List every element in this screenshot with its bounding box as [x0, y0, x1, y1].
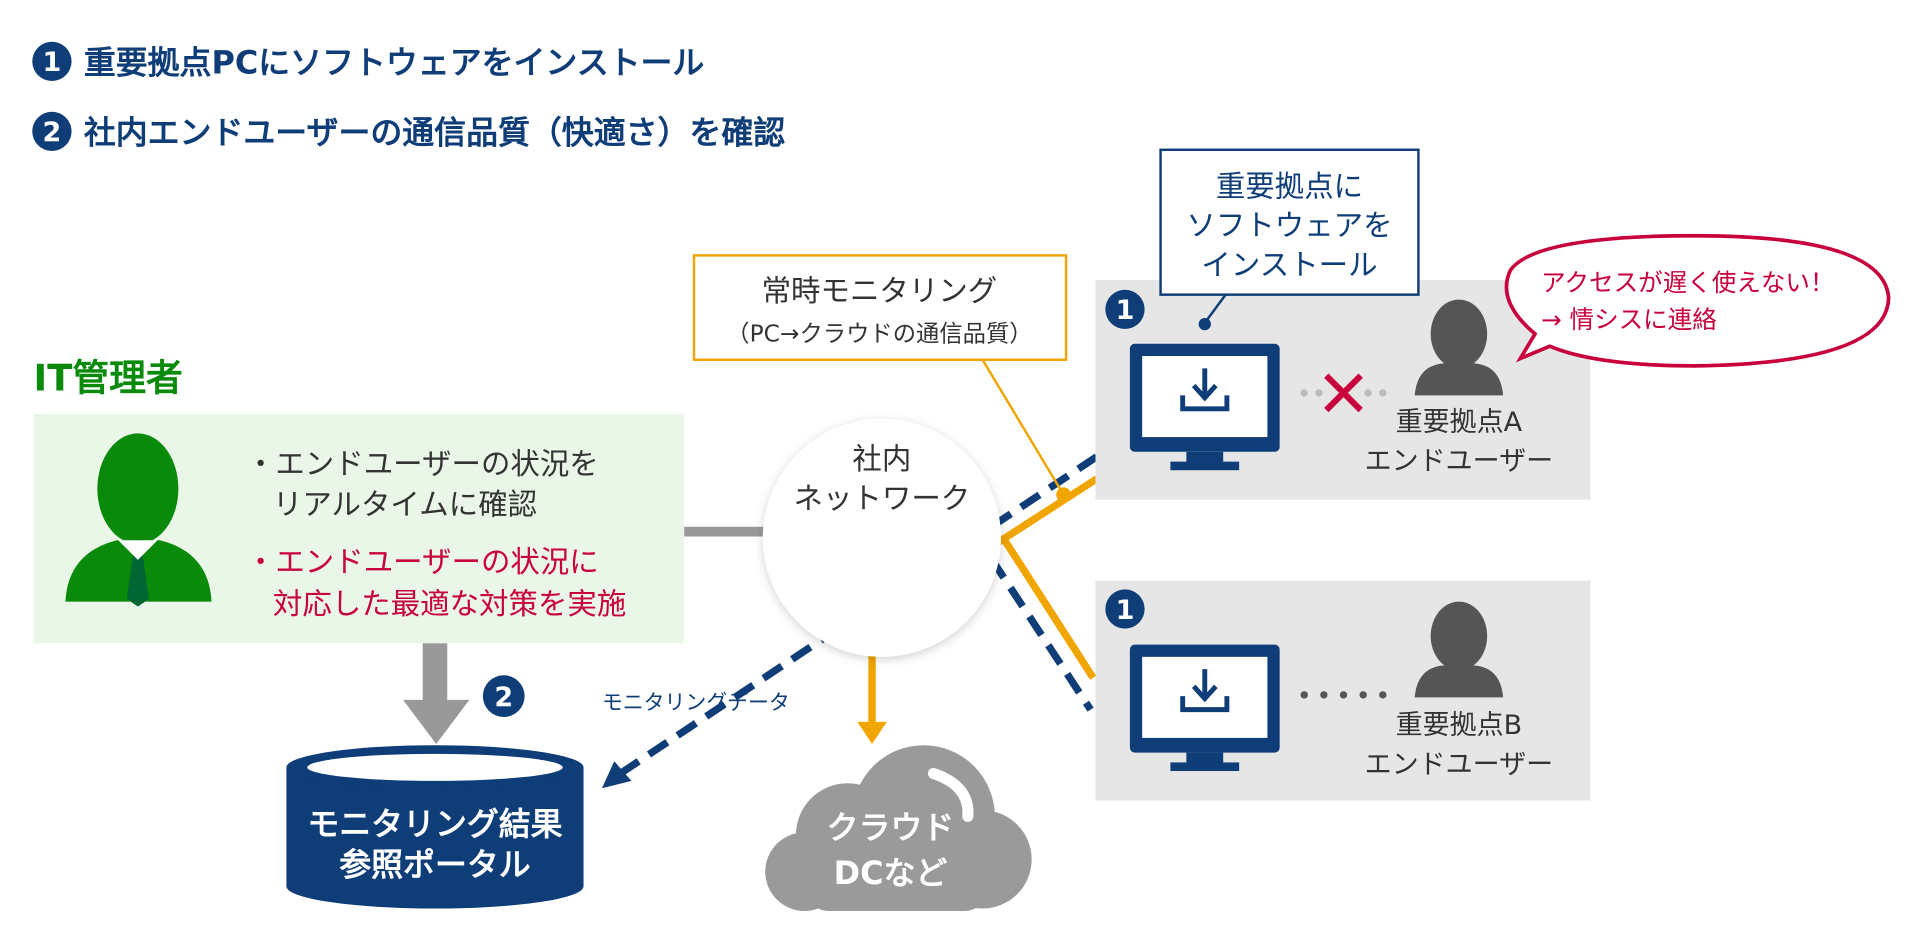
portal-label: モニタリング結果	[307, 805, 562, 843]
monitoring-box	[692, 254, 1068, 361]
step-badge-number: 1	[1116, 595, 1135, 626]
install-callout-text: インストール	[1201, 248, 1377, 282]
error-x-icon	[1324, 373, 1363, 413]
dotted-connection	[1300, 691, 1387, 699]
monitoring-box-subtitle: （PC→クラウドの通信品質）	[726, 320, 1032, 347]
speech-bubble-text: アクセスが遅く使えない！	[1541, 268, 1834, 297]
callout-line	[981, 359, 1065, 496]
monitor-download-icon	[1129, 343, 1280, 471]
step-text: 重要拠点PCにソフトウェアをインストール	[84, 44, 705, 82]
network-node	[762, 418, 1001, 657]
admin-title: IT管理者	[34, 356, 183, 399]
portal-database-icon	[286, 745, 584, 909]
monitoring-data-label: モニタリングデータ	[602, 691, 790, 715]
callout-dot	[1056, 487, 1071, 503]
step-badge-number: 2	[43, 117, 62, 148]
network-label: ネットワーク	[794, 481, 971, 515]
site-label: エンドユーザー	[1365, 446, 1553, 477]
step-1: 1 重要拠点PCにソフトウェアをインストール	[32, 41, 705, 82]
install-callout-text: 重要拠点に	[1216, 169, 1363, 203]
step-badge-number: 1	[43, 47, 62, 78]
step-badge	[1105, 289, 1145, 330]
admin-bullet: リアルタイムに確認	[273, 487, 537, 521]
arrow-down-icon	[857, 721, 887, 745]
callout-dot	[1198, 317, 1211, 331]
speech-bubble-text: → 情シスに連絡	[1541, 305, 1717, 334]
install-callout-text: ソフトウェアを	[1186, 209, 1392, 243]
step-badge	[32, 111, 72, 152]
site-a: 1 重要拠点A エンドユーザー	[1095, 279, 1591, 500]
site-label: 重要拠点B	[1396, 710, 1523, 741]
cloud-icon	[765, 745, 1032, 911]
step-badge	[482, 675, 525, 718]
orange-monitoring-line	[1001, 538, 1097, 680]
step-2: 2 社内エンドユーザーの通信品質（快適さ）を確認	[32, 111, 785, 152]
arrow-icon	[601, 761, 632, 789]
person-icon	[65, 433, 212, 607]
step-badge	[1105, 589, 1145, 629]
step-text: 社内エンドユーザーの通信品質（快適さ）を確認	[84, 114, 785, 152]
step-badge-number: 1	[1116, 295, 1135, 326]
monitoring-box-title: 常時モニタリング	[762, 274, 998, 308]
dotted-connection	[1300, 389, 1387, 397]
cloud-label: DCなど	[834, 854, 948, 892]
person-icon	[1414, 601, 1504, 698]
site-label: 重要拠点A	[1396, 407, 1523, 438]
monitor-download-icon	[1129, 644, 1280, 772]
site-label: エンドユーザー	[1365, 749, 1553, 780]
admin-bullet-highlight: ・エンドユーザーの状況に	[246, 545, 599, 579]
site-b: 1 重要拠点B エンドユーザー	[1095, 580, 1591, 801]
cloud-label: クラウド	[827, 809, 955, 847]
network-label: 社内	[852, 442, 911, 476]
arrow-down-icon	[403, 643, 470, 745]
admin-bullet: ・エンドユーザーの状況を	[246, 447, 599, 481]
step-badge	[32, 41, 72, 82]
portal-label: 参照ポータル	[339, 845, 531, 883]
callout-line	[1203, 293, 1227, 324]
person-icon	[1414, 299, 1504, 396]
install-callout	[1159, 148, 1420, 296]
admin-bullet-highlight: 対応した最適な対策を実施	[273, 587, 626, 621]
speech-bubble	[1504, 233, 1891, 368]
step-badge-number: 2	[494, 682, 513, 713]
